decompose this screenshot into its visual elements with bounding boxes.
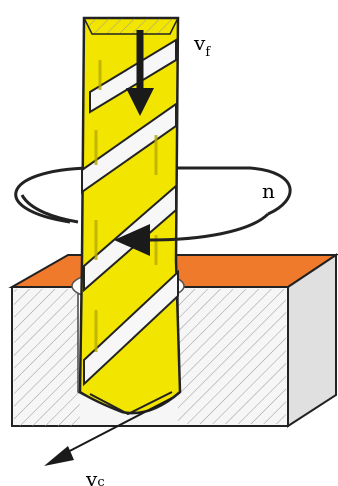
cutting-speed-label: vc [85, 467, 105, 486]
twist-drill [80, 18, 180, 414]
workpiece-section-hatch-right [178, 289, 286, 424]
cutting-speed-arrowhead [44, 446, 74, 466]
drill-shank-top [84, 18, 178, 34]
feed-label: vf [193, 31, 211, 60]
workpiece-section-hatch [14, 289, 80, 426]
rotation-label: n [262, 179, 275, 203]
